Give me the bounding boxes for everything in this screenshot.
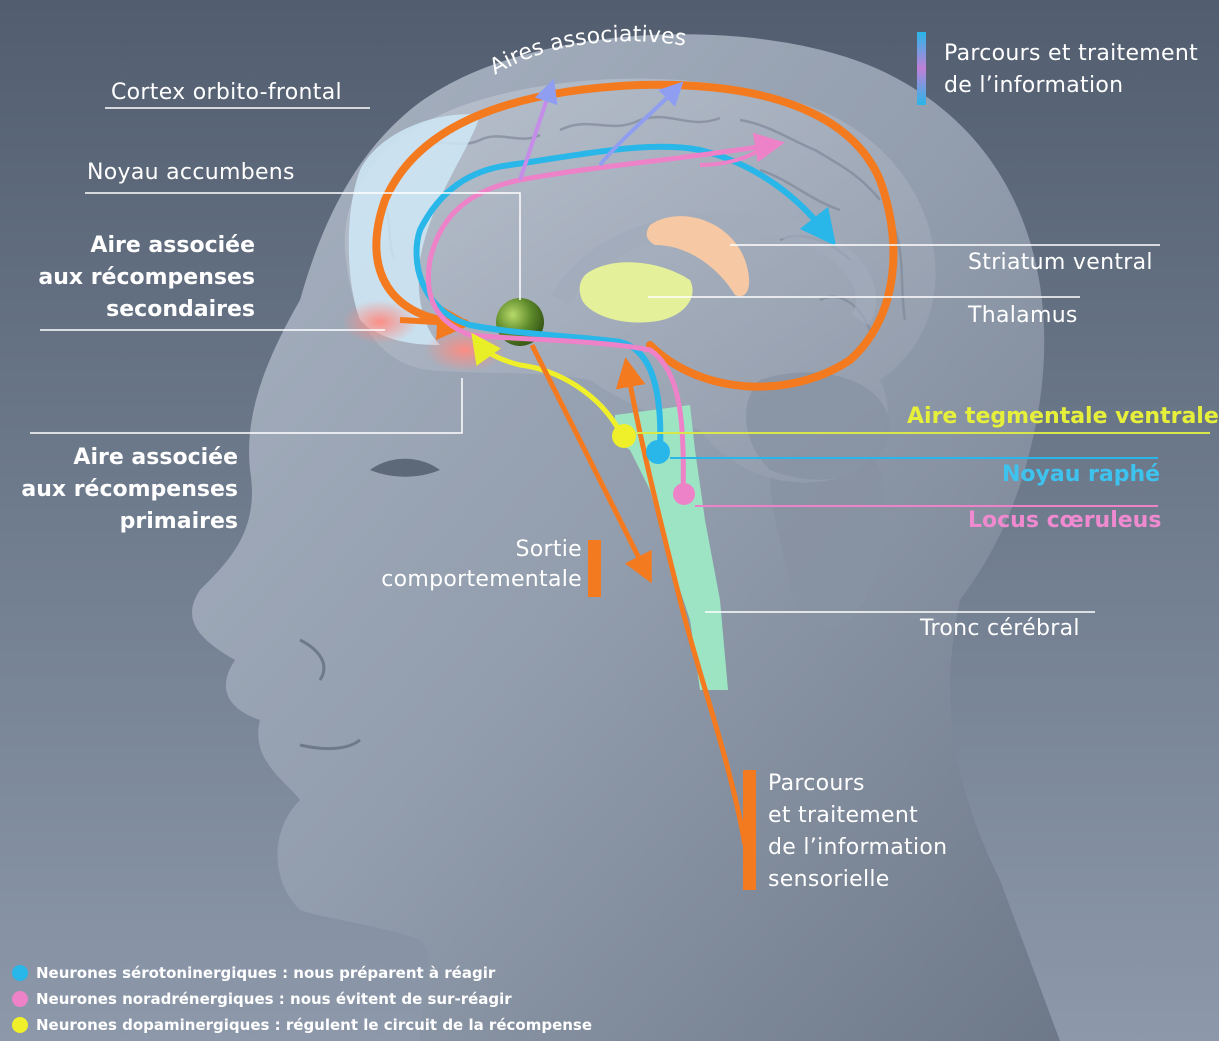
label-parcours-sensoriel-line1: Parcours [768, 768, 947, 800]
label-aire-primaire-line2: aux récompenses [10, 474, 238, 506]
label-aire-primaire: Aire associée aux récompenses primaires [10, 442, 238, 538]
label-cortex-orbitofrontal: Cortex orbito-frontal [111, 80, 342, 105]
label-striatum-ventral: Striatum ventral [968, 250, 1153, 275]
label-parcours-top: Parcours et traitement de l’information [944, 38, 1198, 102]
label-parcours-sensoriel-line3: de l’information [768, 832, 947, 864]
label-parcours-sensoriel-line2: et traitement [768, 800, 947, 832]
label-parcours-top-line2: de l’information [944, 70, 1198, 102]
legend-dot-dopamine [12, 1017, 28, 1033]
label-locus-coeruleus: Locus cœruleus [968, 508, 1161, 533]
legend-text-dopamine: Neurones dopaminergiques : régulent le c… [36, 1016, 592, 1034]
label-aire-primaire-line3: primaires [10, 506, 238, 538]
label-parcours-top-line1: Parcours et traitement [944, 38, 1198, 70]
label-sortie-line1: Sortie [360, 535, 582, 565]
sensory-bar [743, 770, 756, 890]
info-path-bar [917, 32, 926, 105]
vta-dot [612, 424, 636, 448]
legend-dot-noradrenaline [12, 991, 28, 1007]
output-bar [588, 540, 601, 597]
label-aire-secondaire: Aire associée aux récompenses secondaire… [20, 230, 255, 326]
locus-coeruleus-dot [673, 483, 695, 505]
label-aire-tegmentale: Aire tegmentale ventrale [907, 404, 1219, 429]
legend-row-noradrenaline: Neurones noradrénergiques : nous évitent… [12, 986, 592, 1012]
label-aire-secondaire-line3: secondaires [20, 294, 255, 326]
label-aire-primaire-line1: Aire associée [10, 442, 238, 474]
label-noyau-accumbens: Noyau accumbens [87, 160, 295, 185]
legend-dot-serotonin [12, 965, 28, 981]
label-tronc-cerebral: Tronc cérébral [920, 616, 1080, 641]
legend-text-noradrenaline: Neurones noradrénergiques : nous évitent… [36, 990, 512, 1008]
label-noyau-raphe: Noyau raphé [1002, 462, 1160, 487]
neuron-legend: Neurones sérotoninergiques : nous prépar… [12, 960, 592, 1038]
legend-row-serotonin: Neurones sérotoninergiques : nous prépar… [12, 960, 592, 986]
label-thalamus: Thalamus [968, 303, 1078, 328]
label-sortie-line2: comportementale [360, 565, 582, 595]
label-aire-secondaire-line2: aux récompenses [20, 262, 255, 294]
legend-text-serotonin: Neurones sérotoninergiques : nous prépar… [36, 964, 495, 982]
raphe-dot [646, 440, 670, 464]
label-aire-secondaire-line1: Aire associée [20, 230, 255, 262]
legend-row-dopamine: Neurones dopaminergiques : régulent le c… [12, 1012, 592, 1038]
label-parcours-sensoriel-line4: sensorielle [768, 864, 947, 896]
label-sortie: Sortie comportementale [360, 535, 582, 595]
label-parcours-sensoriel: Parcours et traitement de l’information … [768, 768, 947, 896]
